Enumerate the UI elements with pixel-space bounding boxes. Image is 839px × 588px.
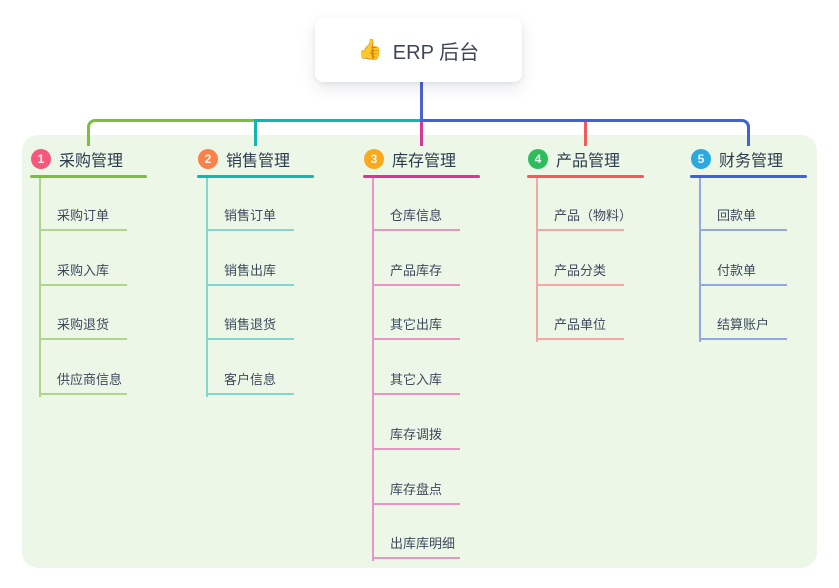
branch-1-header[interactable]: 1 采购管理 bbox=[31, 148, 148, 170]
branch-3-child-4[interactable]: 其它入库 bbox=[372, 357, 460, 395]
branch-4-child-2[interactable]: 产品分类 bbox=[536, 248, 624, 286]
branch-1-number-badge: 1 bbox=[31, 149, 51, 169]
branch-5-number-badge: 5 bbox=[691, 149, 711, 169]
branch-1-child-1[interactable]: 采购订单 bbox=[39, 193, 127, 231]
branch-2-number-badge: 2 bbox=[198, 149, 218, 169]
branches-panel bbox=[22, 135, 817, 568]
branch-1-underline bbox=[30, 175, 147, 178]
branch-3-child-2[interactable]: 产品库存 bbox=[372, 248, 460, 286]
branch-5-title: 财务管理 bbox=[719, 153, 784, 170]
branch-3-title: 库存管理 bbox=[392, 153, 457, 170]
bus-segment-sales bbox=[254, 119, 420, 146]
branch-5-child-3[interactable]: 结算账户 bbox=[699, 302, 787, 340]
branch-5-trunk-line bbox=[699, 178, 701, 343]
branch-4-child-3[interactable]: 产品单位 bbox=[536, 302, 624, 340]
branch-3-number-badge: 3 bbox=[364, 149, 384, 169]
root-node-title: ERP 后台 bbox=[392, 41, 480, 64]
branch-2-underline bbox=[197, 175, 314, 178]
branch-2-child-4[interactable]: 客户信息 bbox=[206, 357, 294, 395]
branch-1-child-2[interactable]: 采购入库 bbox=[39, 248, 127, 286]
branch-4-number-badge: 4 bbox=[528, 149, 548, 169]
branch-5-child-1[interactable]: 回款单 bbox=[699, 193, 787, 231]
branch-4-header[interactable]: 4 产品管理 bbox=[528, 148, 645, 170]
branch-2-child-2[interactable]: 销售出库 bbox=[206, 248, 294, 286]
drop-line-inventory bbox=[420, 122, 423, 146]
branch-3-child-7[interactable]: 出库库明细 bbox=[372, 521, 460, 559]
branch-1-trunk-line bbox=[39, 178, 41, 398]
branch-3-underline bbox=[363, 175, 480, 178]
branch-1-child-4[interactable]: 供应商信息 bbox=[39, 357, 127, 395]
branch-2-header[interactable]: 2 销售管理 bbox=[198, 148, 315, 170]
branch-3-child-3[interactable]: 其它出库 bbox=[372, 302, 460, 340]
branch-4-title: 产品管理 bbox=[556, 153, 621, 170]
branch-3-trunk-line bbox=[372, 178, 374, 562]
root-node-erp-backend[interactable]: 👍 ERP 后台 bbox=[315, 18, 522, 82]
drop-line-product bbox=[584, 122, 587, 146]
branch-3-child-6[interactable]: 库存盘点 bbox=[372, 467, 460, 505]
branch-2-child-3[interactable]: 销售退货 bbox=[206, 302, 294, 340]
branch-5-child-2[interactable]: 付款单 bbox=[699, 248, 787, 286]
branch-4-trunk-line bbox=[536, 178, 538, 343]
branch-3-child-1[interactable]: 仓库信息 bbox=[372, 193, 460, 231]
bus-segment-finance bbox=[420, 119, 750, 146]
branch-4-underline bbox=[527, 175, 644, 178]
branch-3-child-5[interactable]: 库存调拨 bbox=[372, 412, 460, 450]
branch-2-trunk-line bbox=[206, 178, 208, 398]
branch-3-header[interactable]: 3 库存管理 bbox=[364, 148, 481, 170]
branch-1-child-3[interactable]: 采购退货 bbox=[39, 302, 127, 340]
bus-segment-purchase bbox=[87, 119, 254, 146]
thumbs-up-icon: 👍 bbox=[357, 39, 383, 61]
branch-2-child-1[interactable]: 销售订单 bbox=[206, 193, 294, 231]
branch-4-child-1[interactable]: 产品（物料） bbox=[536, 193, 632, 231]
branch-1-title: 采购管理 bbox=[59, 153, 124, 170]
root-stem-line bbox=[420, 82, 423, 119]
branch-2-title: 销售管理 bbox=[226, 153, 291, 170]
branch-5-header[interactable]: 5 财务管理 bbox=[691, 148, 808, 170]
branch-5-underline bbox=[690, 175, 807, 178]
